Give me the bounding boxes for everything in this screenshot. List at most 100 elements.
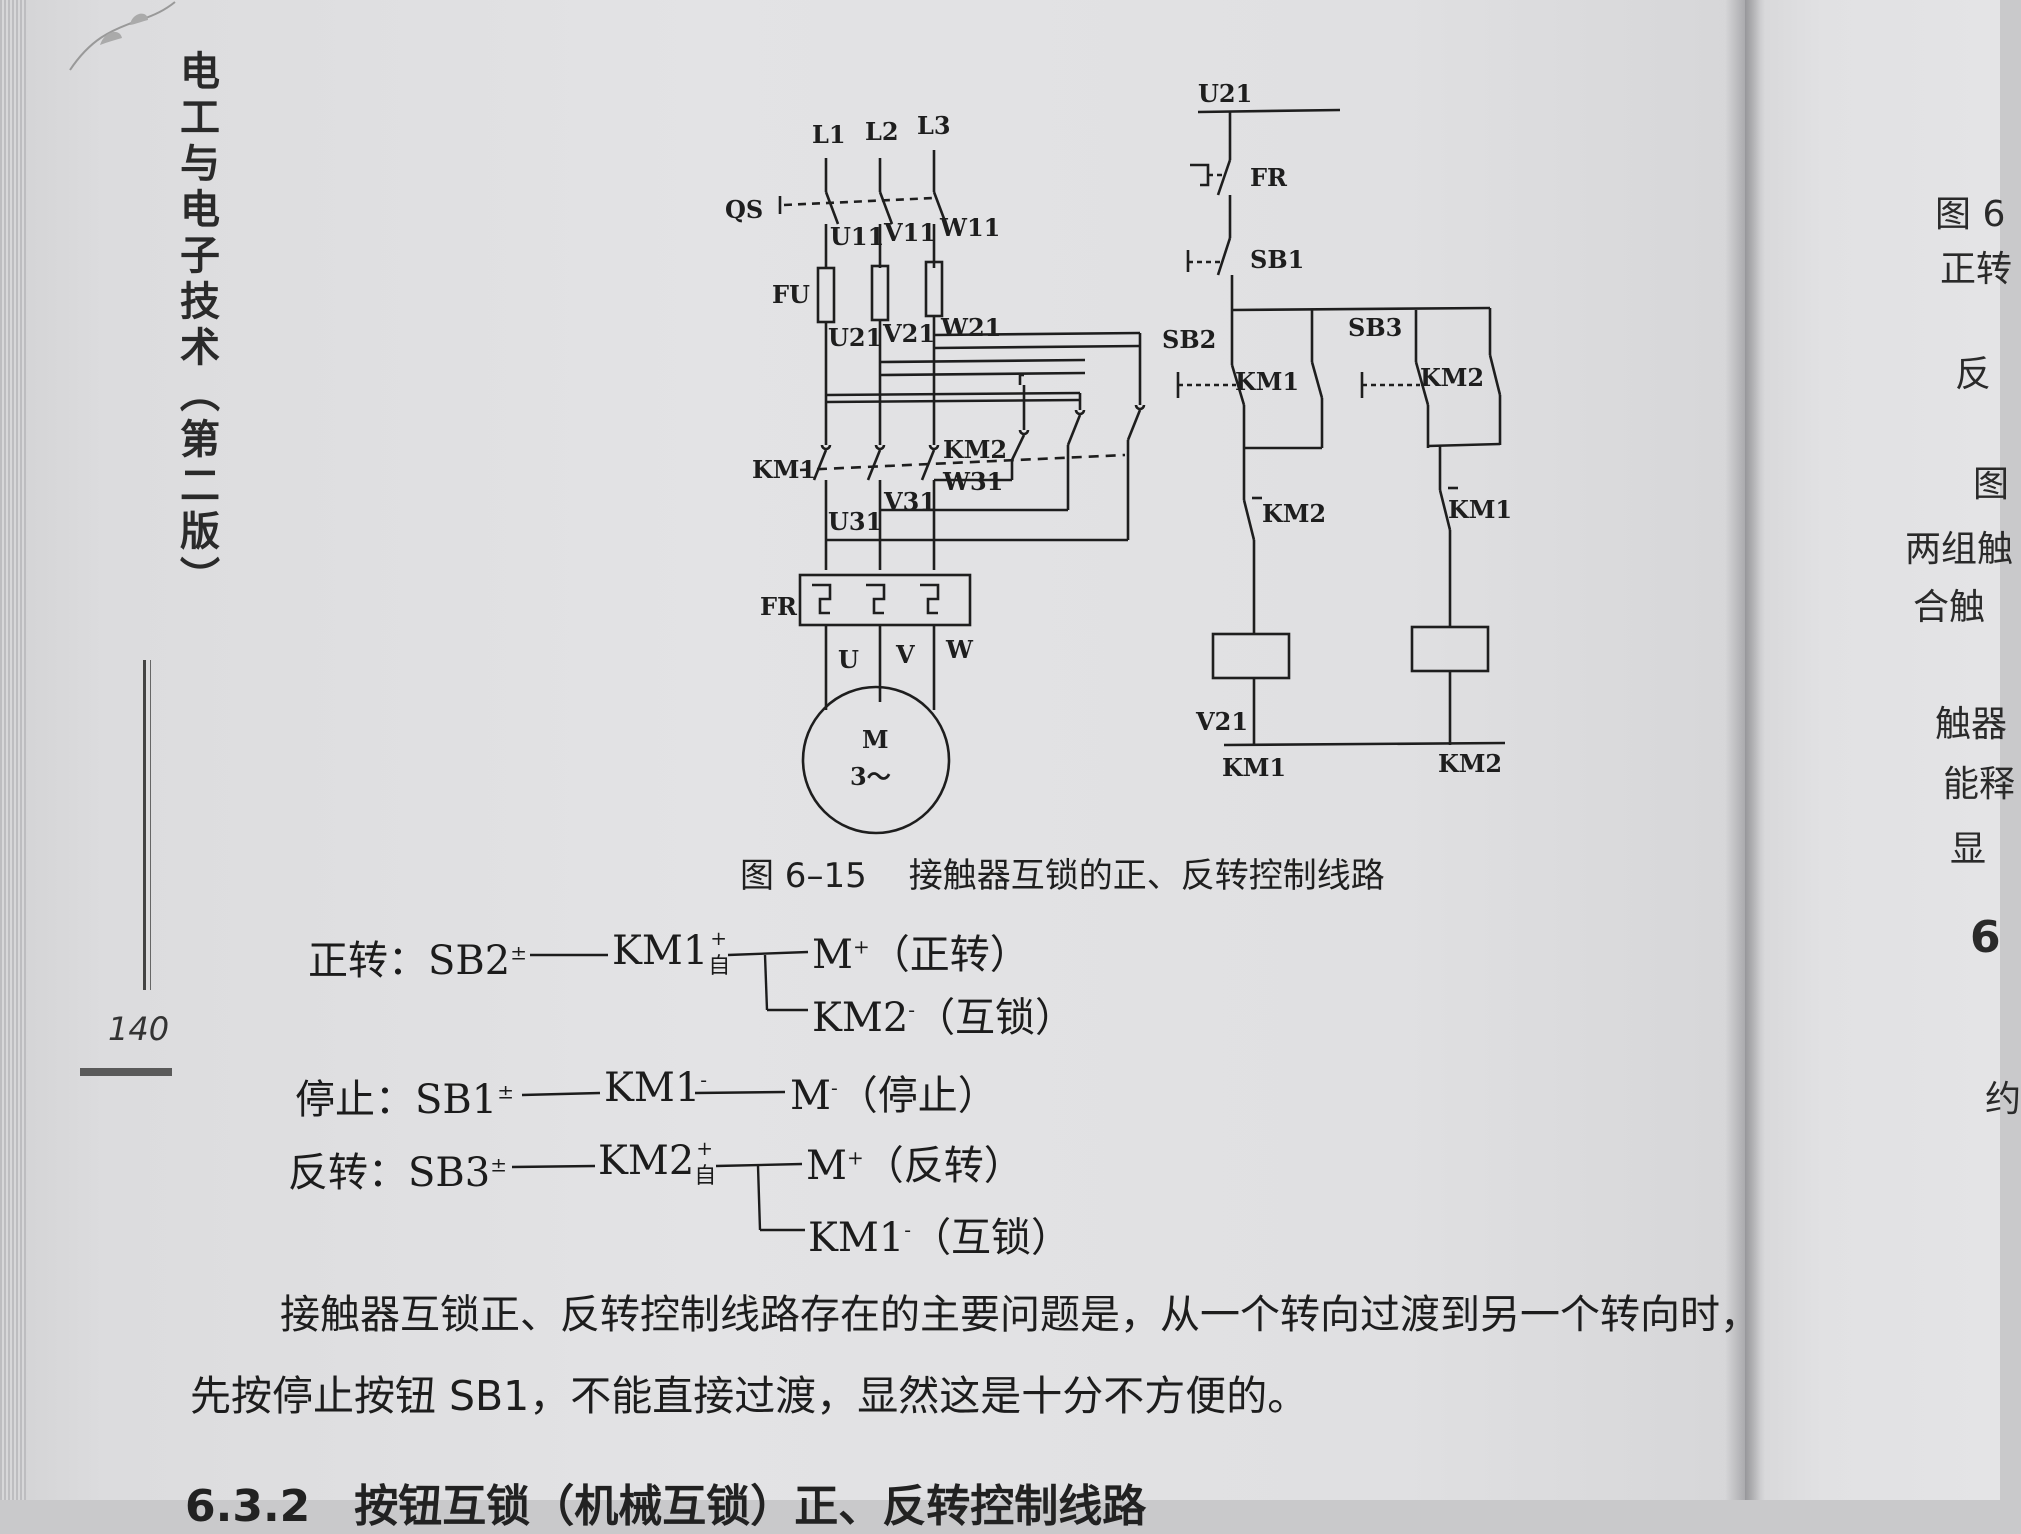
label-coil-km2: KM2 — [1438, 749, 1502, 778]
stop-out-note: （停止） — [837, 1073, 998, 1119]
label-ctrl-km1-interlock: KM1 — [1448, 495, 1512, 524]
floral-ornament — [69, 1, 176, 71]
label-fr-main: FR — [760, 592, 798, 621]
facing-page: 图 6 正转 反 图 两组触 合触 触器 能释 显 6 约 — [1745, 0, 2021, 1500]
reverse-coil-sup: + — [696, 1136, 714, 1160]
label-ctrl-km2-interlock: KM2 — [1262, 499, 1326, 528]
label-terminal-v: V — [895, 640, 915, 669]
label-v21: V21 — [882, 319, 935, 348]
label-w31: W31 — [942, 467, 1003, 496]
stop-coil-text: KM1 — [604, 1065, 701, 1111]
forward-out1: M+（正转） — [812, 922, 1030, 980]
reverse-start-sup: ± — [490, 1152, 508, 1177]
figure-number: 图 6–15 — [740, 856, 867, 896]
facing-line-4: 图 — [1973, 464, 2010, 505]
book-gutter-shadow — [1725, 0, 1765, 1500]
label-ctrl-v21: V21 — [1195, 707, 1248, 736]
facing-line-11: 约 — [1985, 1079, 2021, 1120]
stop-out: M-（停止） — [790, 1063, 998, 1121]
reverse-out1-sup: + — [846, 1145, 864, 1170]
label-w21: W21 — [940, 313, 1001, 342]
reverse-out2-sup: - — [904, 1217, 912, 1242]
forward-start: SB2 — [428, 938, 511, 984]
sequence-connectors — [511, 950, 809, 1232]
label-l3: L3 — [917, 111, 951, 140]
facing-line-9: 显 — [1950, 829, 1987, 870]
label-u11: U11 — [830, 222, 884, 251]
facing-line-1: 图 6 — [1935, 194, 2006, 235]
reverse-out1: M+（反转） — [806, 1133, 1024, 1191]
paragraph-line-2: 先按停止按钮 SB1，不能直接过渡，显然这是十分不方便的。 — [190, 1372, 1309, 1420]
label-ctrl-u21: U21 — [1198, 79, 1252, 108]
reverse-out2-text: KM1 — [808, 1215, 905, 1261]
forward-coil-sup: + — [710, 926, 728, 950]
forward-out2: KM2-（互锁） — [812, 985, 1075, 1043]
label-ctrl-km1-hold: KM1 — [1235, 367, 1299, 396]
page-edge — [0, 0, 26, 1500]
label-ctrl-sb3: SB3 — [1348, 313, 1402, 342]
label-l2: L2 — [865, 117, 899, 146]
facing-line-8: 能释 — [1943, 764, 2016, 805]
label-ctrl-sb1: SB1 — [1250, 245, 1304, 274]
label-u31: U31 — [828, 507, 882, 536]
stop-start-sup: ± — [497, 1079, 515, 1104]
label-fu: FU — [772, 280, 810, 309]
forward-out1-sup: + — [852, 934, 870, 959]
forward-coil-sub: 自 — [708, 954, 731, 979]
facing-line-3: 反 — [1955, 354, 1992, 395]
label-motor-phase: 3～ — [850, 762, 891, 791]
forward-start-sup: ± — [510, 940, 528, 965]
stop-coil: KM1- — [604, 1065, 707, 1111]
forward-out2-note: （互锁） — [915, 995, 1076, 1041]
side-rule-thin — [150, 660, 151, 990]
stop-out-text: M — [790, 1073, 831, 1119]
book-page: 电工与电子技术（第二版） 140 — [0, 0, 1760, 1532]
label-km1-main: KM1 — [752, 455, 816, 484]
figure-caption: 图 6–15 接触器互锁的正、反转控制线路 — [740, 848, 1385, 897]
label-v31: V31 — [883, 487, 936, 516]
facing-line-6: 合触 — [1913, 587, 1986, 628]
facing-line-5: 两组触 — [1905, 529, 2014, 570]
label-qs: QS — [725, 195, 763, 224]
forward-out1-text: M — [812, 932, 853, 978]
page-number: 140 — [108, 1010, 170, 1048]
reverse-out1-text: M — [806, 1143, 847, 1189]
sequence-reverse: 反转：SB3± — [288, 1140, 507, 1198]
label-w11: W11 — [939, 213, 1000, 242]
reverse-coil: KM2 + 自 — [598, 1136, 718, 1189]
circuit-diagram: L1 L2 L3 QS U11 V11 W11 FU U21 V21 W21 K… — [725, 79, 1512, 835]
facing-line-7: 触器 — [1935, 704, 2008, 745]
reverse-out1-note: （反转） — [863, 1143, 1024, 1189]
label-l1: L1 — [812, 120, 846, 149]
forward-label: 正转： — [308, 938, 428, 984]
forward-out2-sup: - — [908, 997, 916, 1022]
label-v11: V11 — [883, 218, 936, 247]
stop-label: 停止： — [295, 1077, 415, 1123]
side-rule — [143, 660, 146, 990]
sequence-stop: 停止：SB1± — [295, 1067, 514, 1125]
paragraph-line-1: 接触器互锁正、反转控制线路存在的主要问题是，从一个转向过渡到另一个转向时， — [280, 1292, 1760, 1338]
forward-coil-text: KM1 — [612, 928, 709, 974]
label-km2-main: KM2 — [943, 435, 1007, 464]
figure-title: 接触器互锁的正、反转控制线路 — [908, 856, 1385, 896]
label-motor: M — [862, 725, 889, 754]
forward-coil: KM1 + 自 — [612, 926, 732, 979]
label-ctrl-sb2: SB2 — [1162, 325, 1216, 354]
label-u21: U21 — [828, 323, 882, 352]
reverse-out2-note: （互锁） — [911, 1215, 1072, 1261]
reverse-coil-text: KM2 — [598, 1138, 695, 1184]
reverse-coil-sub: 自 — [694, 1164, 717, 1189]
label-terminal-u: U — [838, 645, 859, 674]
stop-coil-sup: - — [700, 1067, 708, 1092]
facing-line-2: 正转 — [1940, 249, 2013, 290]
forward-out2-text: KM2 — [812, 995, 909, 1041]
page-number-bar — [80, 1068, 172, 1076]
label-coil-km1: KM1 — [1222, 753, 1286, 782]
forward-out1-note: （正转） — [869, 932, 1030, 978]
label-terminal-w: W — [945, 635, 974, 664]
reverse-label: 反转： — [288, 1150, 408, 1196]
sequence-forward: 正转：SB2± — [308, 928, 527, 986]
running-title: 电工与电子技术（第二版） — [173, 50, 219, 602]
label-ctrl-km2-hold: KM2 — [1420, 363, 1484, 392]
label-ctrl-fr: FR — [1250, 163, 1288, 192]
